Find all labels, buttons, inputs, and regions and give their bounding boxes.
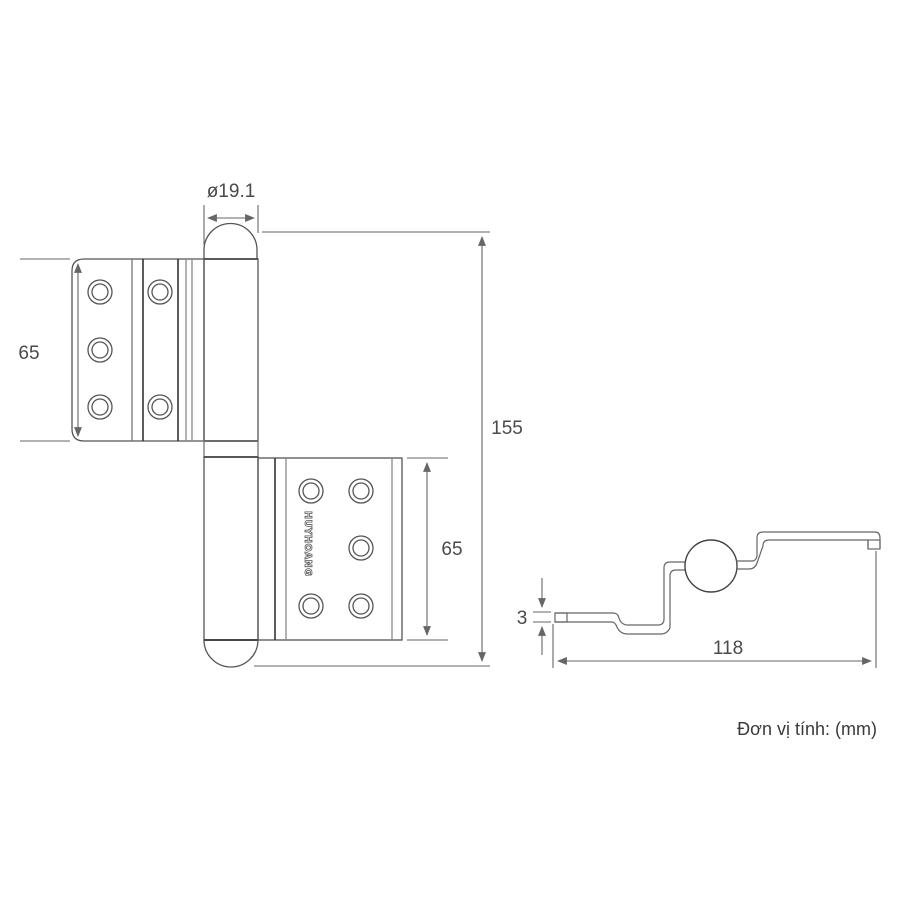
- front-view: [71, 222, 403, 668]
- lower-leaf: [257, 457, 403, 641]
- pin-barrel-upper: [203, 222, 259, 442]
- screw-hole: [348, 593, 374, 619]
- upper-leaf: [71, 258, 205, 442]
- screw-hole: [298, 593, 324, 619]
- profile-dimension-lines: [533, 551, 877, 668]
- dimension-lines: [20, 205, 490, 667]
- pin-barrel-lower: [203, 456, 259, 668]
- thickness-label: 3: [517, 608, 528, 629]
- brand-mark: HUYHOANG: [302, 511, 313, 576]
- screw-hole: [348, 478, 374, 504]
- profile-width-label: 118: [713, 638, 743, 659]
- screw-hole: [147, 279, 173, 305]
- screw-hole: [348, 535, 374, 561]
- screw-hole: [87, 279, 113, 305]
- total-height-label: 155: [491, 418, 523, 439]
- screw-hole: [147, 394, 173, 420]
- screw-hole: [87, 394, 113, 420]
- pin-diameter-label: ø19.1: [207, 181, 256, 202]
- unit-note: Đơn vị tính: (mm): [737, 719, 877, 739]
- lower-leaf-height-label: 65: [441, 539, 462, 560]
- side-profile-view: [554, 531, 881, 635]
- upper-leaf-height-label: 65: [18, 343, 39, 364]
- screw-hole: [298, 478, 324, 504]
- screw-hole: [87, 337, 113, 363]
